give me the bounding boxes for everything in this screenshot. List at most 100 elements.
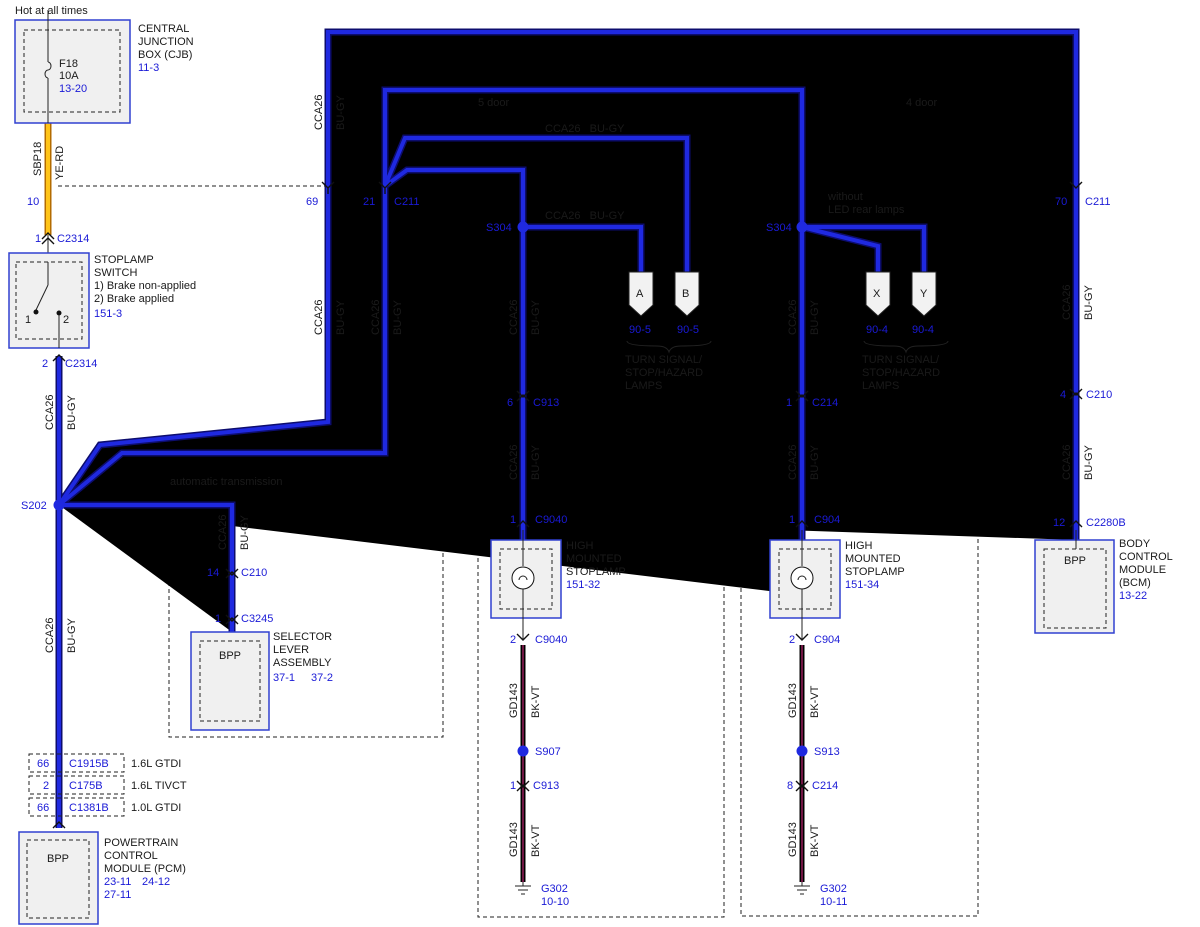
- lamp-bulb-icon: [511, 566, 535, 590]
- selector-title-1: SELECTOR: [273, 631, 332, 643]
- four-door-wire-circuit-2: CCA26: [787, 445, 799, 480]
- wire-s202-to-selector: [59, 505, 232, 632]
- splice-s304-label: S304: [486, 222, 512, 234]
- splice-s907-label: S907: [535, 746, 561, 758]
- stoplamp-title-3: 1) Brake non-applied: [94, 280, 196, 292]
- pcm-title-3: MODULE (PCM): [104, 863, 186, 875]
- c211-name-bcm: C211: [1085, 196, 1110, 208]
- stoplamp-ref: 151-3: [94, 308, 122, 320]
- feed-pin-10: 10: [27, 196, 39, 208]
- splice-s304-4door-label: S304: [766, 222, 792, 234]
- five-door-gnd-color-1: BK-VT: [530, 685, 542, 718]
- four-door-hms-2: MOUNTED: [845, 553, 901, 565]
- c9040-bot-pin: 2: [510, 634, 516, 646]
- stoplamp-pin-a: 1: [25, 314, 31, 326]
- four-door-high-mounted-stoplamp: [769, 530, 841, 640]
- terminal-b-ref: 90-5: [677, 324, 699, 336]
- terminal-b-label: B: [682, 288, 689, 300]
- stoplamp-switch: [8, 252, 90, 349]
- wire-circuit-c211b-lower: CCA26: [370, 300, 382, 335]
- pcm-ref-c: 27-11: [104, 889, 131, 901]
- pcm-variant-1-pin: 66: [37, 758, 49, 770]
- auto-trans-label: automatic transmission: [170, 476, 283, 488]
- selector-title-2: LEVER: [273, 644, 309, 656]
- five-door-ground-ref: 10-10: [541, 896, 569, 908]
- stoplamp-conn-in: C2314: [57, 233, 89, 245]
- four-door-wire-color-2: BU-GY: [809, 445, 821, 481]
- selector-c3245-pin: 1: [215, 613, 221, 625]
- splice-s202-dot: [53, 499, 65, 511]
- feed-wire-circuit: SBP18: [32, 142, 44, 176]
- bcm-ref: 13-22: [1119, 590, 1147, 602]
- four-door-gnd-color-2: BK-VT: [809, 824, 821, 857]
- c211-pin-69: 69: [306, 196, 318, 208]
- five-door-terminals: [626, 271, 712, 354]
- five-door-hms-1: HIGH: [566, 540, 594, 552]
- terminal-a-label: A: [636, 288, 644, 300]
- wire-s304-to-x: [802, 227, 878, 272]
- cjb-title-1: CENTRAL: [138, 23, 189, 35]
- wire-c211-to-s304-5door: [385, 170, 523, 595]
- bcm-c210-pin: 4: [1060, 389, 1066, 401]
- splice-s304-dot: [517, 221, 529, 233]
- four-door-terminals: [863, 271, 949, 354]
- cjb-title-2: JUNCTION: [138, 36, 194, 48]
- bcm-wire-circuit-1: CCA26: [1061, 285, 1073, 320]
- cjb-ref: 11-3: [138, 62, 159, 74]
- four-door-wire-circuit-1: CCA26: [787, 300, 799, 335]
- wire-circuit-left-1: CCA26: [44, 395, 56, 430]
- hot-at-all-times-label: Hot at all times: [15, 5, 88, 17]
- c214-pin: 1: [786, 397, 792, 409]
- four-door-wire-color-1: BU-GY: [809, 300, 821, 336]
- wire-color-c211a-upper: BU-GY: [335, 95, 347, 131]
- stoplamp-title-1: STOPLAMP: [94, 254, 154, 266]
- wire-color-left-2: BU-GY: [66, 618, 78, 654]
- fuse-amperage: 10A: [59, 70, 79, 82]
- four-door-lamps-2: STOP/HAZARD: [862, 367, 940, 379]
- pcm-ref-b: 24-12: [142, 876, 170, 888]
- c904-bot: C904: [814, 634, 840, 646]
- stoplamp-conn-out-pin: 2: [42, 358, 48, 370]
- five-door-high-mounted-stoplamp: [490, 530, 562, 640]
- ground-wires: [520, 645, 805, 882]
- fuse-ref: 13-20: [59, 83, 87, 95]
- five-door-ground: G302: [541, 883, 568, 895]
- bcm-wire-color-1: BU-GY: [1083, 285, 1095, 321]
- c9040-top: C9040: [535, 514, 567, 526]
- selector-title-3: ASSEMBLY: [273, 657, 332, 669]
- bcm-title-4: (BCM): [1119, 577, 1151, 589]
- five-door-lamps-1: TURN SIGNAL/: [625, 354, 703, 366]
- five-door-lamps-2: STOP/HAZARD: [625, 367, 703, 379]
- four-door-gnd-circuit-2: GD143: [787, 822, 799, 857]
- selector-lever-assembly: [190, 631, 270, 731]
- pcm-bpp: BPP: [47, 853, 69, 865]
- five-door-hms-3: STOPLAMP: [566, 566, 626, 578]
- fuse-icon: [44, 61, 52, 79]
- four-door-ground: G302: [820, 883, 847, 895]
- five-door-lamps-brace: [626, 340, 712, 354]
- pcm-variant-3-pin: 66: [37, 802, 49, 814]
- pcm-variant-3-engine: 1.0L GTDI: [131, 802, 181, 814]
- selector-ref-b: 37-2: [311, 672, 333, 684]
- selector-c210-pin: 14: [207, 567, 219, 579]
- five-door-gnd-circuit-1: GD143: [508, 683, 520, 718]
- four-door-ground-icon: [794, 882, 810, 895]
- c913-bot-pin: 1: [510, 780, 516, 792]
- bcm-bpp: BPP: [1064, 555, 1086, 567]
- c214-bot-pin: 8: [787, 780, 793, 792]
- four-door-gnd-circuit-1: GD143: [787, 683, 799, 718]
- wire-color-c211a-lower: BU-GY: [335, 300, 347, 336]
- splice-s913-label: S913: [814, 746, 840, 758]
- five-door-hms-2: MOUNTED: [566, 553, 622, 565]
- terminal-a-ref: 90-5: [629, 324, 651, 336]
- pcm-variant-2-pin: 2: [43, 780, 49, 792]
- four-door-hms-ref: 151-34: [845, 579, 879, 591]
- pcm-title-1: POWERTRAIN: [104, 837, 178, 849]
- powertrain-control-module: [18, 831, 99, 925]
- four-door-lamps-brace: [863, 340, 949, 354]
- five-door-gnd-circuit-2: GD143: [508, 822, 520, 857]
- terminal-a: [628, 271, 654, 317]
- pcm-variant-3-conn: C1381B: [69, 802, 109, 814]
- stoplamp-conn-in-pin: 1: [35, 233, 41, 245]
- four-door-gnd-color-1: BK-VT: [809, 685, 821, 718]
